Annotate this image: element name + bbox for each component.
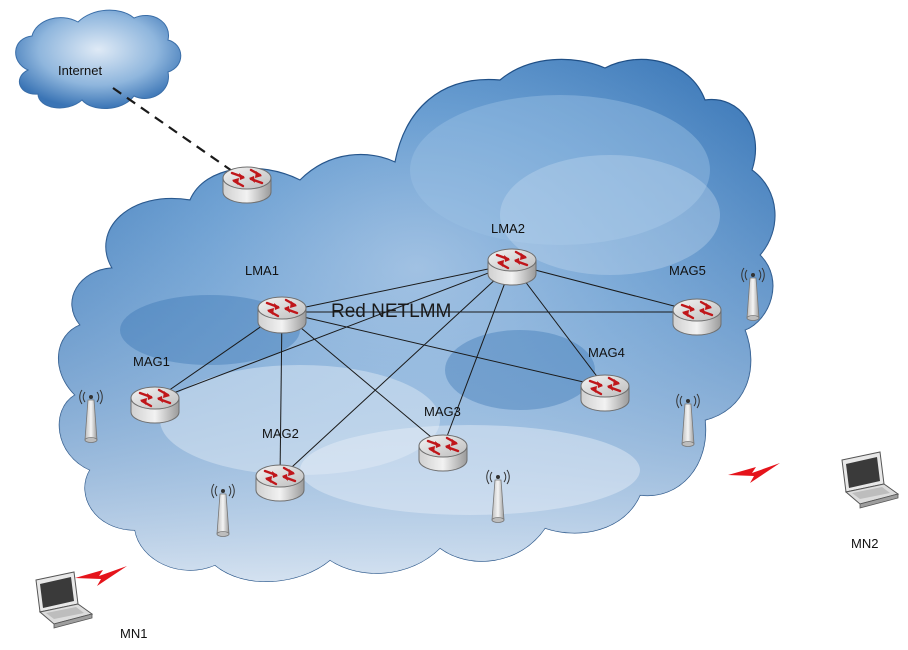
gateway-router-icon bbox=[221, 165, 273, 205]
mag5-router-icon bbox=[671, 297, 723, 337]
lma1-label: LMA1 bbox=[245, 263, 279, 278]
internet-label: Internet bbox=[58, 63, 103, 78]
mag4-label: MAG4 bbox=[588, 345, 625, 360]
mn2-label: MN2 bbox=[851, 536, 879, 551]
mag2-label: MAG2 bbox=[262, 426, 299, 441]
lma2-label: LMA2 bbox=[491, 221, 525, 236]
lma2-router-icon bbox=[486, 247, 538, 287]
mag5-label: MAG5 bbox=[669, 263, 706, 278]
mn1-laptop-icon bbox=[35, 571, 93, 629]
mag3-label: MAG3 bbox=[424, 404, 461, 419]
mn1-wireless-bolt-icon bbox=[75, 566, 127, 586]
mag3-router-icon bbox=[417, 433, 469, 473]
mn2-wireless-bolt-icon bbox=[728, 463, 780, 483]
mag1-router-icon bbox=[129, 385, 181, 425]
internet-link bbox=[112, 87, 246, 181]
network-title: Red NETLMM bbox=[331, 301, 452, 322]
mag2-router-icon bbox=[254, 463, 306, 503]
mn2-laptop-icon bbox=[841, 451, 899, 509]
mn1-label: MN1 bbox=[120, 626, 148, 641]
network-links bbox=[112, 87, 698, 479]
mag1-label: MAG1 bbox=[133, 354, 170, 369]
internet-cloud-icon bbox=[15, 9, 182, 110]
lma1-router-icon bbox=[256, 295, 308, 335]
mag4-router-icon bbox=[579, 373, 631, 413]
